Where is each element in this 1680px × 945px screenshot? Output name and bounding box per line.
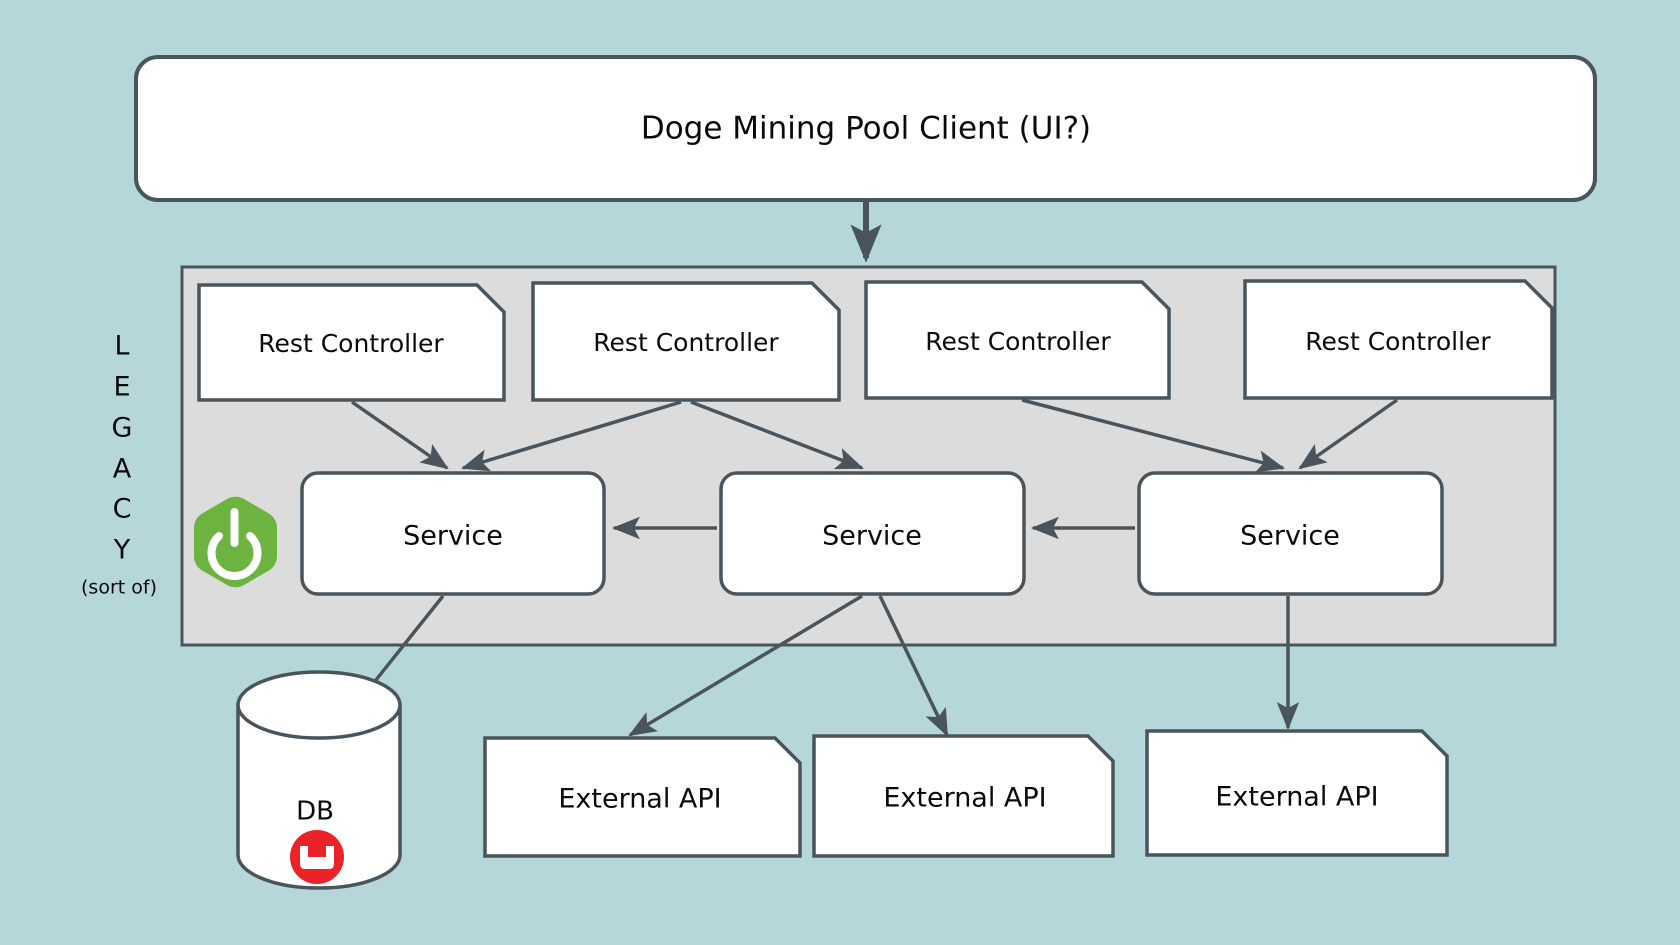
rest-controller-1-shape[interactable]: [197, 283, 506, 402]
legacy-letter-0: L: [114, 331, 129, 362]
couchbase-icon: [290, 830, 344, 884]
arrow-rc2-to-service1: [460, 400, 682, 472]
legacy-letter-3: A: [113, 454, 132, 485]
external-api-2-label: External API: [883, 783, 1046, 814]
service-3-label: Service: [1240, 521, 1340, 552]
spring-boot-icon: [193, 496, 278, 588]
service-3-shape[interactable]: [1137, 471, 1444, 596]
external-api-2-shape[interactable]: [812, 734, 1115, 858]
external-api-1-shape[interactable]: [483, 736, 802, 858]
arrow-rc4-to-service3: [1298, 398, 1399, 470]
database-cylinder-body[interactable]: [236, 703, 402, 890]
rest-controller-1-label: Rest Controller: [258, 329, 444, 358]
legacy-vertical-label: L E G A C Y: [112, 331, 133, 566]
service-2-label: Service: [822, 521, 922, 552]
legacy-letter-2: G: [112, 413, 133, 444]
rest-controller-3-label: Rest Controller: [925, 327, 1111, 356]
arrow-service2-to-api2: [878, 595, 949, 737]
external-api-3-label: External API: [1215, 782, 1378, 813]
service-1-label: Service: [403, 521, 503, 552]
arrow-rc3-to-service3: [1021, 398, 1286, 473]
external-api-3-shape[interactable]: [1145, 729, 1449, 857]
database-cylinder-top: [236, 670, 402, 740]
database-label: DB: [296, 797, 334, 827]
legacy-letter-1: E: [113, 372, 130, 403]
arrow-rc1-to-service1: [351, 400, 449, 470]
rest-controller-4-shape[interactable]: [1243, 279, 1554, 400]
client-label: Doge Mining Pool Client (UI?): [641, 111, 1091, 147]
legacy-letter-4: C: [113, 494, 132, 525]
external-api-1-label: External API: [558, 784, 721, 815]
arrow-rc2-to-service2: [690, 400, 864, 470]
rest-controller-2-shape[interactable]: [531, 281, 841, 402]
rest-controller-4-label: Rest Controller: [1305, 327, 1491, 356]
rest-controller-3-shape[interactable]: [864, 280, 1171, 400]
legacy-letter-5: Y: [113, 535, 131, 566]
rest-controller-2-label: Rest Controller: [593, 328, 779, 357]
service-2-shape[interactable]: [719, 471, 1026, 596]
legacy-sub-label: (sort of): [81, 577, 157, 599]
arrow-service2-to-api1: [628, 594, 863, 737]
service-1-shape[interactable]: [300, 471, 606, 596]
